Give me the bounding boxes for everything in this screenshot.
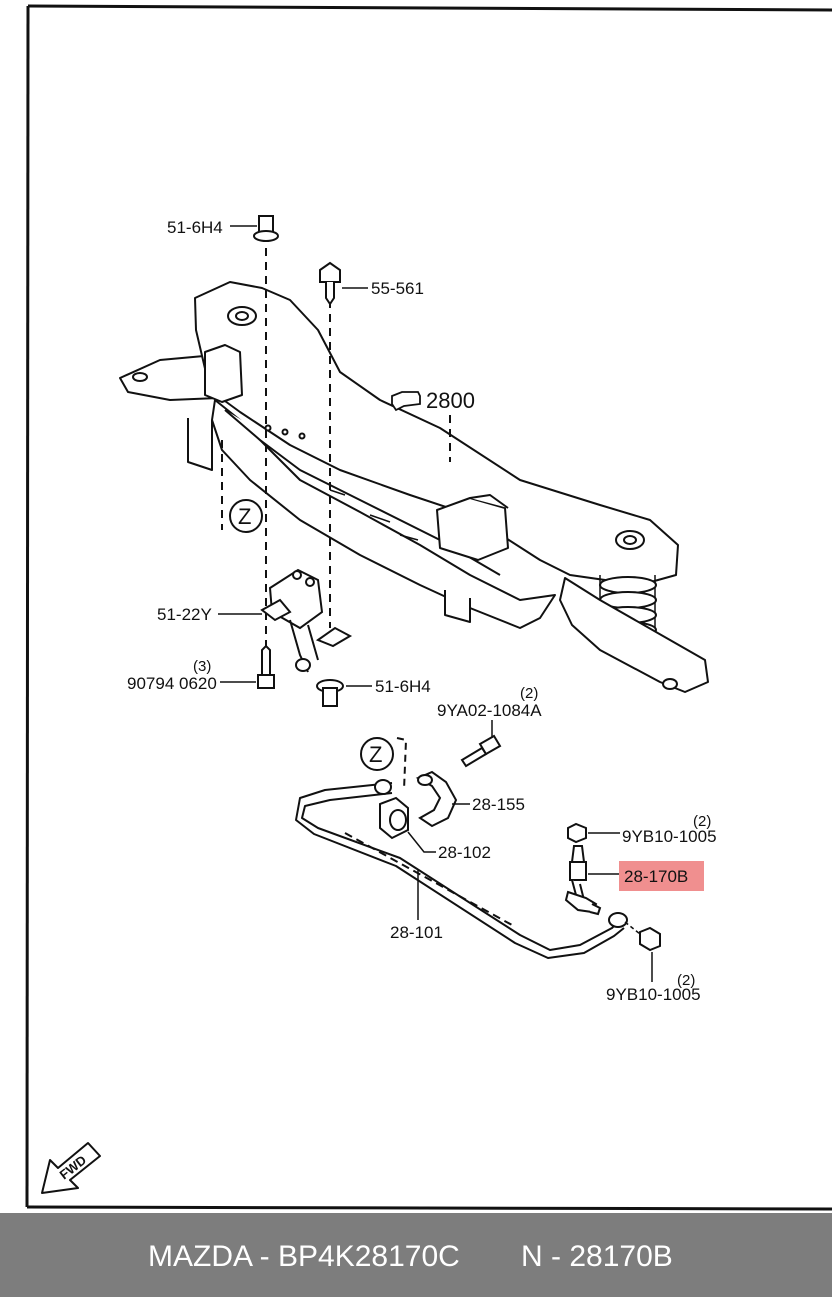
stabilizer-dash — [344, 832, 513, 926]
top-bolt-part — [319, 261, 341, 306]
lower-nut-part — [316, 679, 344, 707]
upper-nut-part — [567, 822, 587, 844]
crossmember-drawing — [119, 281, 709, 693]
label-stabilizer: 28-101 — [390, 923, 443, 942]
top-border — [27, 4, 832, 12]
label-lower-bolt: 90794 0620 — [127, 674, 217, 693]
label-lower-nut: 51-6H4 — [375, 677, 431, 696]
label-bracket: 28-155 — [472, 795, 525, 814]
label-bracket-bolt: 9YA02-1084A — [437, 701, 542, 720]
left-border — [25, 5, 30, 1208]
bushing-part — [379, 796, 409, 840]
label-top-nut: 51-6H4 — [167, 218, 223, 237]
top-nut-part — [253, 215, 279, 242]
label-lower-link-nut-qty: (2) — [677, 972, 695, 989]
footer-bar: MAZDA - BP4K28170C N - 28170B — [0, 1213, 832, 1297]
lower-link-dash — [624, 921, 641, 935]
label-top-bolt: 55-561 — [371, 279, 424, 298]
z-marker-circle-1 — [229, 499, 263, 533]
stabilizer-link-part — [564, 845, 602, 916]
leader-bushing — [407, 831, 436, 853]
label-upper-nut: 9YB10-1005 — [622, 827, 717, 846]
label-sensor: 51-22Y — [157, 605, 212, 624]
label-link-highlighted: 28-170B — [624, 867, 688, 886]
parts-diagram: 51-6H4 55-561 2800 Z 51-22Y (3) 90794 06… — [25, 4, 832, 1211]
label-lower-bolt-qty: (3) — [193, 658, 211, 675]
bottom-border — [26, 1205, 832, 1211]
label-bracket-bolt-qty: (2) — [520, 685, 538, 702]
highlight-box — [619, 861, 704, 891]
height-sensor-part — [260, 568, 353, 673]
label-upper-nut-qty: (2) — [693, 813, 711, 830]
label-lower-link-nut: 9YB10-1005 — [606, 985, 701, 1004]
bracket-bolt-part — [460, 734, 502, 768]
footer-part-code: N - 28170B — [521, 1240, 673, 1273]
label-bushing: 28-102 — [438, 843, 491, 862]
dashed-leaders-top — [221, 248, 451, 682]
stabilizer-bar-part — [295, 779, 628, 959]
label-crossmember: 2800 — [426, 388, 475, 413]
z-marker-label-2: Z — [369, 742, 382, 767]
fwd-arrow-icon — [41, 1142, 101, 1194]
lower-bolt-part — [257, 644, 275, 689]
hand-pointer-icon — [391, 391, 421, 412]
footer-brand-part: MAZDA - BP4K28170C — [148, 1240, 460, 1273]
z-marker-label-1: Z — [238, 504, 251, 529]
z-marker-circle-2 — [360, 737, 394, 771]
z-marker-dash — [396, 737, 408, 791]
lower-link-nut-part — [639, 926, 661, 952]
bracket-part — [415, 770, 458, 828]
